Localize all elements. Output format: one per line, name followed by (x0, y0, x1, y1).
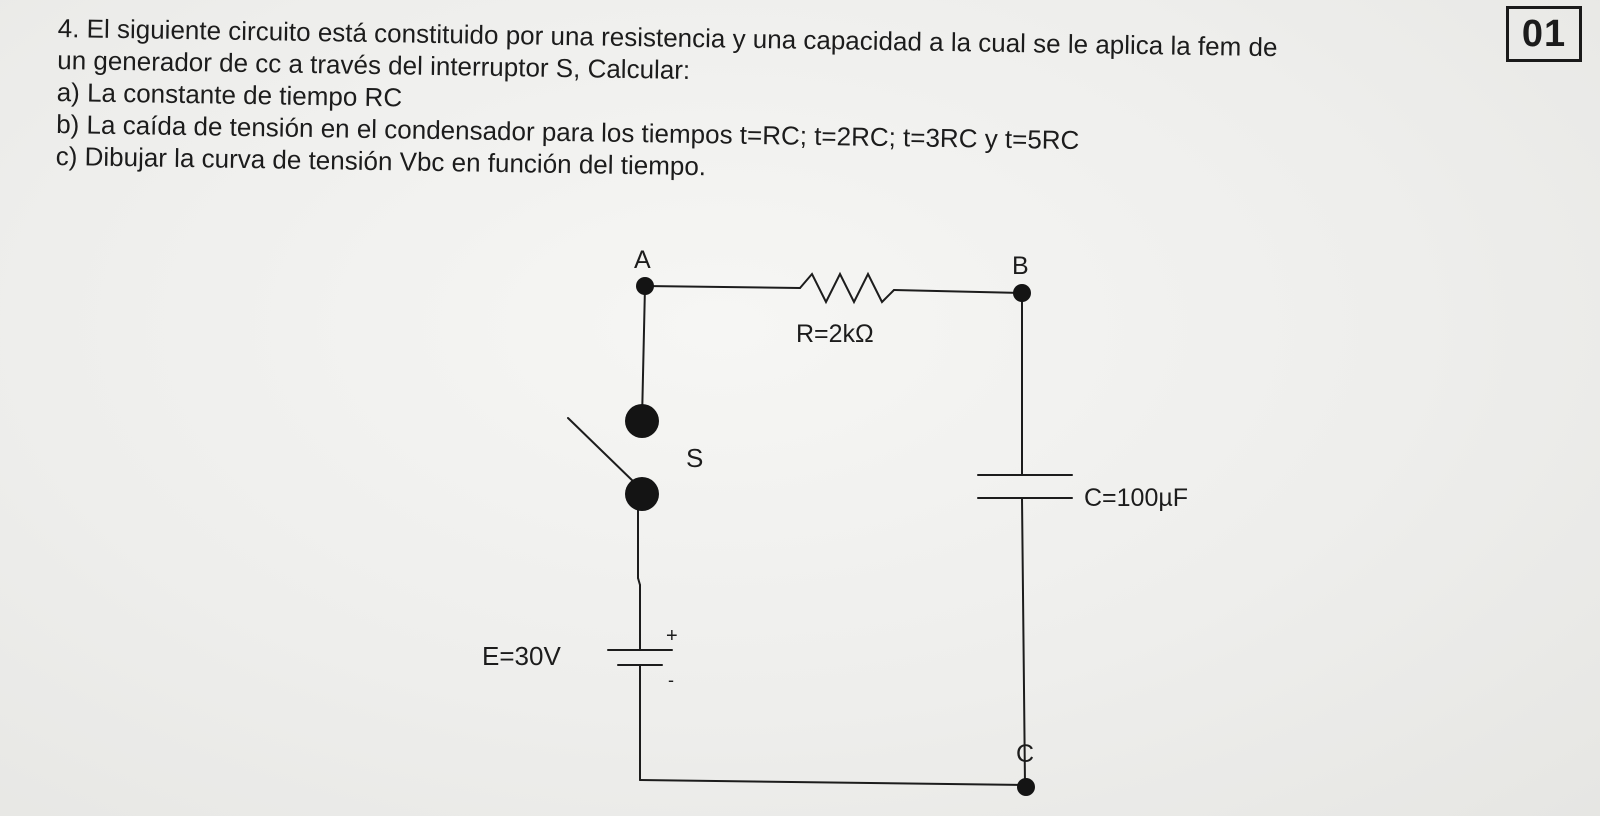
resistor-symbol (799, 271, 895, 305)
switch-contact-upper (625, 404, 659, 438)
node-c-dot (1017, 778, 1035, 796)
node-a-label: A (634, 246, 651, 274)
wire-a-to-switch-upper (641, 285, 646, 421)
node-b-dot (1013, 284, 1031, 302)
source-plus-label: + (666, 625, 678, 647)
wire-c-to-source (639, 779, 1026, 786)
node-c-label: C (1016, 740, 1034, 768)
wire-a-to-resistor (644, 285, 801, 289)
capacitor-label: C=100µF (1084, 484, 1188, 512)
node-a-dot (636, 277, 654, 295)
resistor-label: R=2kΩ (796, 320, 874, 348)
switch-contact-lower (625, 477, 659, 511)
switch-blade (567, 417, 637, 485)
page-number-badge: 01 (1506, 6, 1582, 62)
source-minus-label: - (668, 670, 674, 690)
node-b-label: B (1012, 252, 1029, 280)
source-label: E=30V (482, 641, 561, 671)
wire-resistor-to-b (893, 289, 1023, 294)
switch-label: S (686, 443, 703, 473)
wire-jog (637, 577, 641, 586)
wire-capacitor-to-c (1021, 497, 1026, 786)
